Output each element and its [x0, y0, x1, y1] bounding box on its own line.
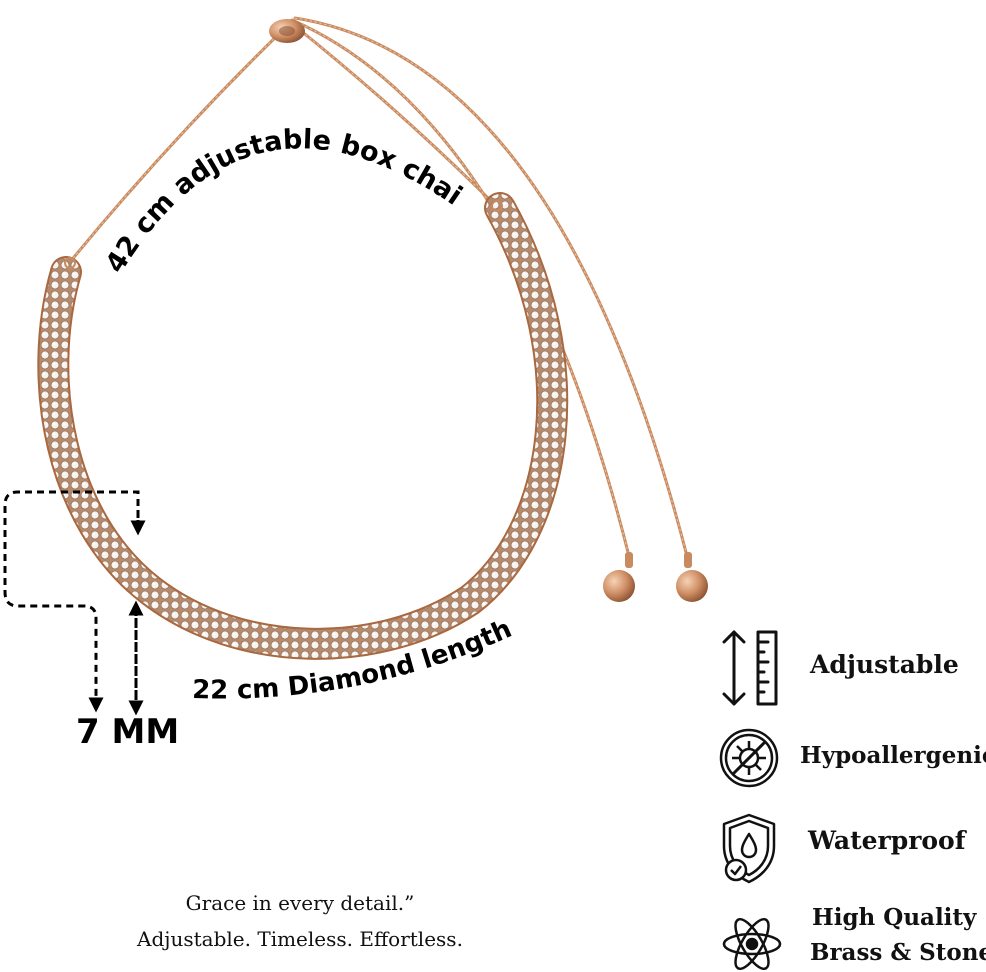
- width-label: 7 MM: [76, 712, 180, 752]
- feature-quality-label-line2: Brass & Stone: [810, 939, 986, 966]
- feature-hypoallergenic-label: Hypoallergenic: [800, 742, 986, 769]
- chain-length-label: 42 cm adjustable box chain: [0, 0, 468, 279]
- tagline-line1: Grace in every detail.”: [185, 891, 415, 915]
- feature-waterproof-label: Waterproof: [808, 826, 966, 855]
- box-chain: [68, 16, 690, 562]
- shield-water-icon: [722, 813, 776, 884]
- feature-adjustable-label: Adjustable: [810, 650, 959, 679]
- end-beads: [603, 552, 708, 602]
- tagline-line2: Adjustable. Timeless. Effortless.: [137, 927, 463, 951]
- feature-quality-label-line1: High Quality: [812, 904, 977, 931]
- ruler-arrow-icon: [722, 630, 778, 706]
- atom-icon: [722, 917, 782, 971]
- no-allergen-icon: [719, 728, 779, 788]
- diamond-band: [37, 192, 569, 660]
- width-measure-arrows: [3, 490, 144, 716]
- slider-bead: [269, 19, 305, 43]
